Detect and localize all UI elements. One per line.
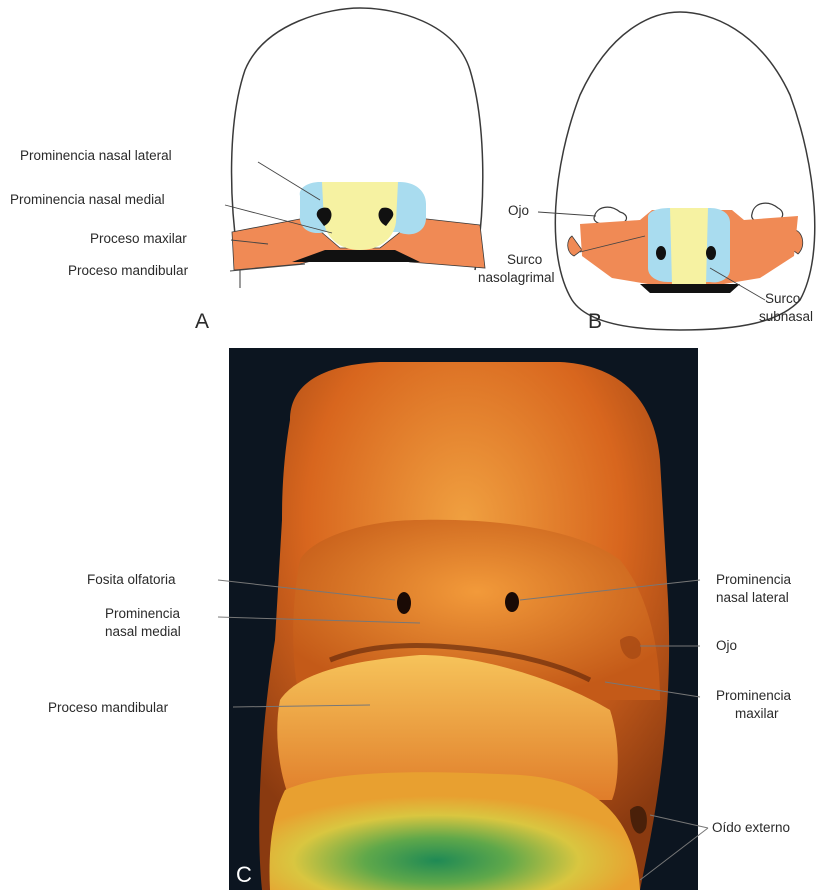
label-oido-c: Oído externo [712, 820, 790, 835]
label-surco-naso-1-b: Surco [507, 252, 542, 267]
panel-c: Fosita olfatoria Prominencia nasal media… [48, 348, 792, 890]
label-ojo-c: Ojo [716, 638, 737, 653]
label-mandibular-c: Proceso mandibular [48, 700, 169, 715]
label-maxilar-2-c: maxilar [735, 706, 779, 721]
panel-letter-c: C [236, 862, 252, 887]
label-nasal-medial-2-c: nasal medial [105, 624, 181, 639]
panel-a: Prominencia nasal lateral Prominencia na… [10, 8, 485, 333]
label-ojo-b: Ojo [508, 203, 529, 218]
label-maxilar-a: Proceso maxilar [90, 231, 187, 246]
label-surco-naso-2-b: nasolagrimal [478, 270, 555, 285]
ear-left-b [568, 236, 582, 256]
nasal-medial-prominence-b [670, 208, 708, 284]
label-surco-sub-2-b: subnasal [759, 309, 813, 324]
olfactory-pit-right-c [505, 592, 519, 612]
panel-b: Ojo Surco nasolagrimal Surco subnasal B [478, 12, 815, 333]
label-nasal-lateral-2-c: nasal lateral [716, 590, 789, 605]
label-surco-sub-1-b: Surco [765, 291, 800, 306]
panel-letter-a: A [195, 310, 209, 333]
label-nasal-medial-a: Prominencia nasal medial [10, 192, 165, 207]
leader-ojo-b [538, 212, 596, 216]
olfactory-pit-left-c [397, 592, 411, 614]
label-mandibular-a: Proceso mandibular [68, 263, 189, 278]
label-nasal-lateral-1-c: Prominencia [716, 572, 792, 587]
embryo-photo-c [259, 362, 669, 890]
label-nasal-medial-1-c: Prominencia [105, 606, 181, 621]
label-nasal-lateral-a: Prominencia nasal lateral [20, 148, 172, 163]
label-fosita-c: Fosita olfatoria [87, 572, 176, 587]
mandibular-process-b [640, 284, 740, 293]
nasal-pit-right-b [706, 246, 716, 260]
leader-nasal-lateral-a [258, 162, 320, 200]
nasal-pit-left-b [656, 246, 666, 260]
panel-letter-b: B [588, 310, 602, 333]
label-maxilar-1-c: Prominencia [716, 688, 792, 703]
